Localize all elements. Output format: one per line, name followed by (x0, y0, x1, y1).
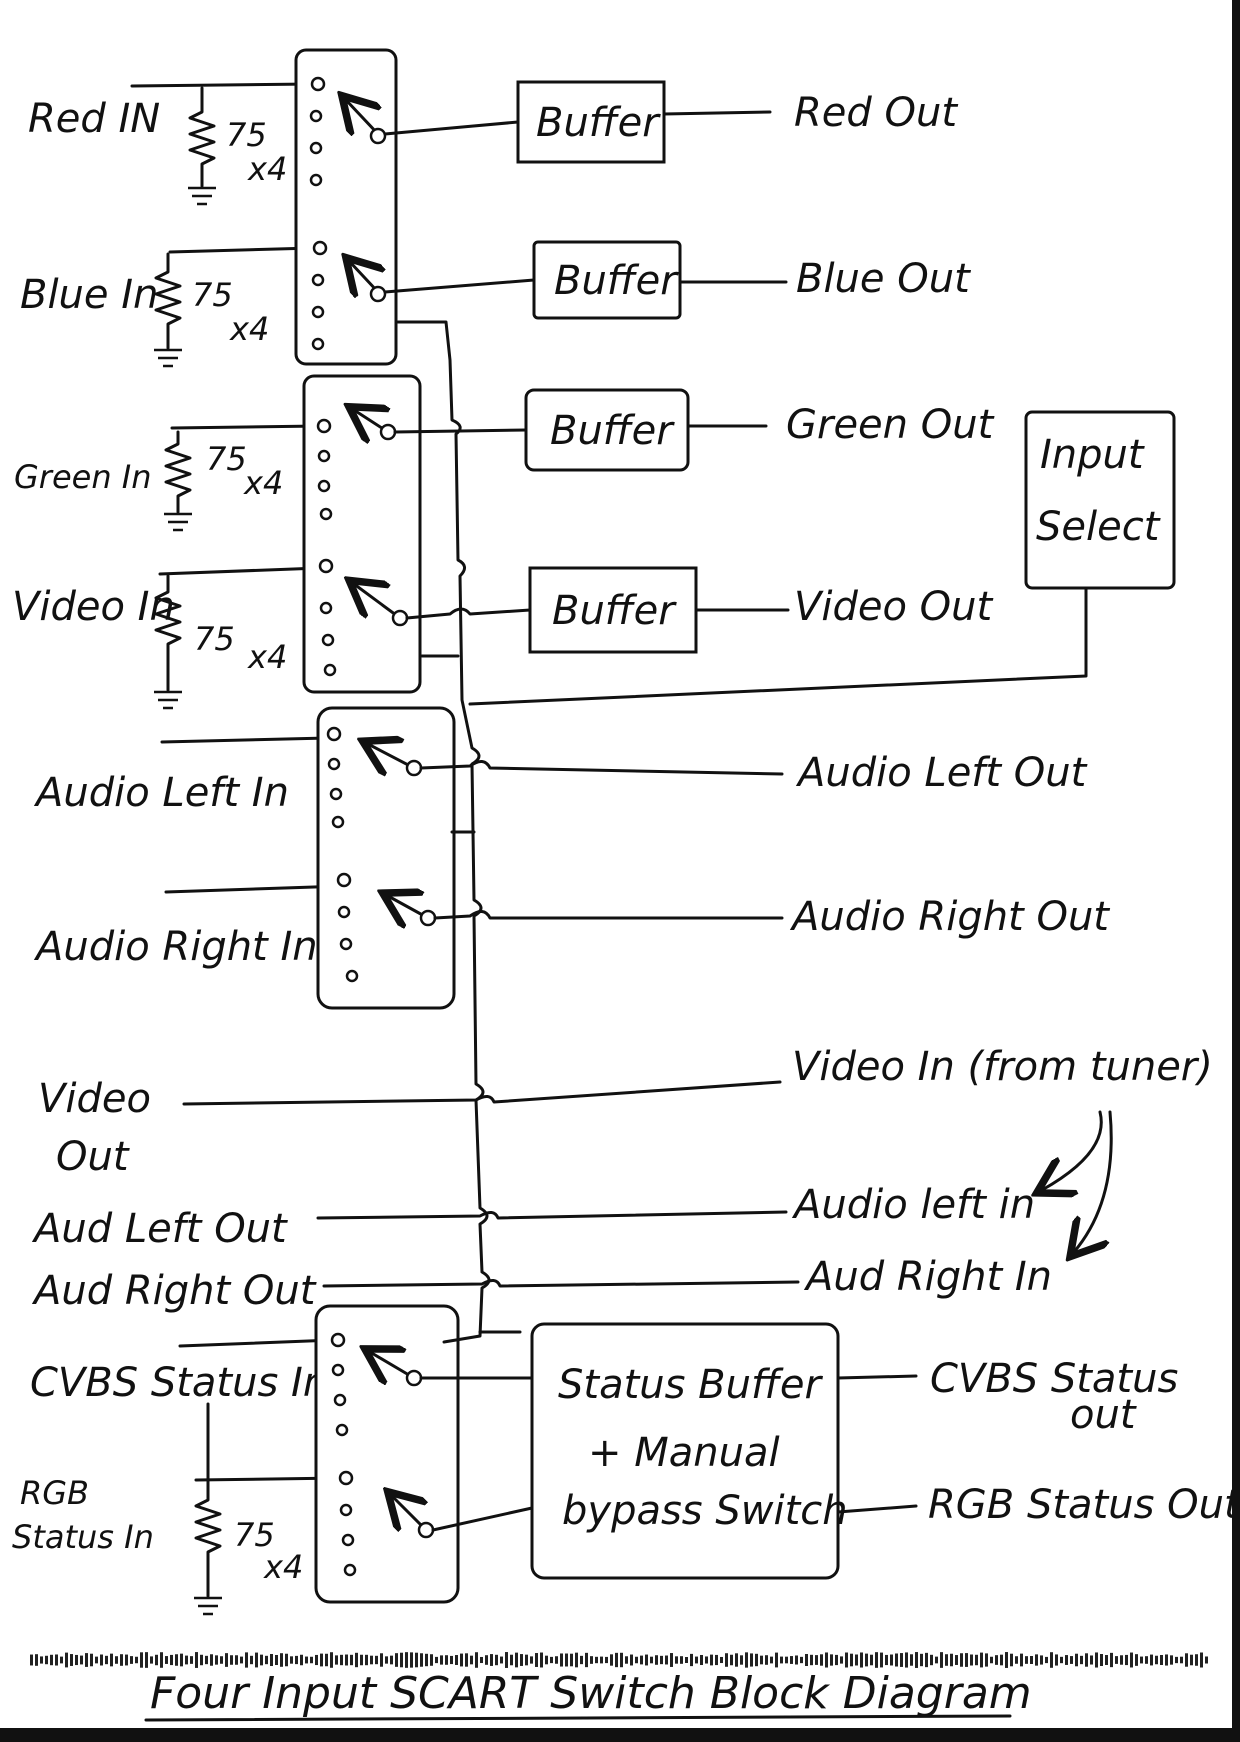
switch-blue (311, 240, 387, 351)
switch-audio-right (336, 872, 437, 983)
wire-audio-left-in (160, 736, 330, 744)
title-underline (144, 1714, 1012, 1722)
resistor-multiplier: x4 (247, 638, 287, 676)
resistor-blue: 75 x4 (154, 252, 269, 368)
wire-blue-in (168, 246, 316, 254)
rgb-status-out-label: RGB Status Out (928, 1482, 1240, 1528)
rgb-status-in-label-line1: RGB (20, 1474, 89, 1512)
resistor-video: 75 x4 (154, 574, 287, 710)
green-out-label: Green Out (786, 402, 995, 448)
input-select-label-line2: Select (1036, 504, 1161, 550)
buffer-green-label: Buffer (550, 408, 675, 454)
audio-right-out-label: Audio Right Out (789, 894, 1110, 940)
red-out-label: Red Out (794, 90, 958, 136)
aud-right-out-label: Aud Right Out (31, 1268, 317, 1314)
resistor-multiplier: x4 (247, 150, 287, 188)
resistor-value: 75 (234, 1516, 275, 1554)
blue-out-label: Blue Out (796, 256, 971, 302)
resistor-value: 75 (192, 276, 233, 314)
switch-cvbs-status (330, 1332, 423, 1437)
tuner-audio-right-in-label: Aud Right In (803, 1254, 1052, 1300)
aud-left-out-label: Aud Left Out (31, 1206, 288, 1252)
control-line-from-select (468, 582, 1088, 706)
resistor-rgb-status: 75 x4 (194, 1402, 303, 1616)
resistor-value: 75 (206, 440, 247, 478)
resistor-value: 75 (226, 116, 267, 154)
buffer-blue-label: Buffer (554, 258, 679, 304)
cvbs-status-out-label-line1: CVBS Status (930, 1356, 1178, 1402)
resistor-value: 75 (194, 620, 235, 658)
wire-cvbs-status-in (178, 1338, 336, 1348)
control-bus (396, 320, 491, 1344)
switch-bank-audio (316, 706, 456, 1010)
wire-audio-right-in (164, 884, 346, 894)
tuner-video-in-label: Video In (from tuner) (792, 1044, 1213, 1090)
audio-left-out-label: Audio Left Out (795, 750, 1088, 796)
switch-rgb-status (338, 1470, 435, 1577)
wire-green-in (170, 424, 322, 430)
audio-left-in-label: Audio Left In (33, 770, 289, 816)
wire-video-in (158, 566, 322, 576)
input-select-block (1024, 410, 1176, 590)
buffer-video (528, 566, 698, 654)
right-border (1232, 0, 1240, 1742)
tuner-arrow-1 (1042, 1110, 1103, 1190)
resistor-multiplier: x4 (263, 1548, 303, 1586)
tuner-arrow-2 (1074, 1110, 1113, 1252)
diagram-title: Four Input SCART Switch Block Diagram (150, 1668, 1032, 1719)
blue-in-label: Blue In (20, 272, 158, 318)
bottom-border (0, 1728, 1240, 1742)
wire-aud-left-out (316, 1210, 788, 1220)
wire-aud-right-out (322, 1279, 800, 1288)
resistor-multiplier: x4 (243, 464, 283, 502)
rgb-status-in-label-line2: Status In (12, 1518, 154, 1556)
resistor-green: 75 x4 (164, 430, 283, 532)
video-out-label: Video Out (794, 584, 994, 630)
video-in-label: Video In (12, 584, 175, 630)
cvbs-status-out-label-line2: out (1070, 1392, 1137, 1438)
resistor-multiplier: x4 (229, 310, 269, 348)
switch-audio-left (326, 726, 423, 829)
input-select-label-line1: Input (1040, 432, 1145, 478)
video-out-label-line1: Video (38, 1076, 151, 1122)
switch-red (309, 76, 387, 187)
red-in-label: Red IN (28, 96, 160, 142)
status-buffer-block (530, 1322, 840, 1580)
buffer-red-label: Buffer (536, 100, 661, 146)
wire-red-in (130, 82, 314, 88)
wire-video-out (182, 1080, 782, 1106)
resistor-red: 75 x4 (188, 86, 287, 206)
tuner-audio-left-in-label: Audio left in (791, 1182, 1035, 1228)
buffer-video-label: Buffer (552, 588, 677, 634)
buffer-red (516, 80, 666, 164)
switch-bank-status (314, 1304, 460, 1604)
status-buffer-label-line2: + Manual (588, 1430, 780, 1476)
status-buffer-label-line3: bypass Switch (562, 1488, 848, 1534)
audio-right-in-label: Audio Right In (33, 924, 318, 970)
video-out-label-line2: Out (56, 1134, 130, 1180)
green-in-label: Green In (14, 458, 152, 496)
status-buffer-label-line1: Status Buffer (558, 1362, 823, 1408)
switch-bank-rgb-top (294, 48, 398, 366)
cvbs-status-in-label: CVBS Status In (30, 1360, 328, 1406)
scan-noise-band (30, 1652, 1208, 1668)
